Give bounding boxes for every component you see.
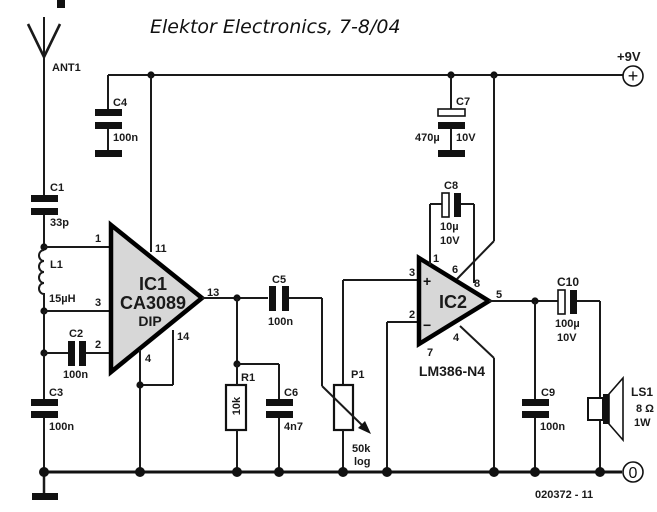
capacitor-c3: C3 100n [31, 387, 74, 433]
ic1-pin-2: 2 [95, 339, 101, 351]
c4-ref: C4 [113, 97, 128, 109]
ic2-pin-4: 4 [453, 332, 460, 344]
c3-ref: C3 [49, 387, 63, 399]
ic2-lm386: IC2 + − LM386-N4 [416, 253, 494, 379]
plus-icon: + [628, 66, 639, 86]
r1-value: 10k [231, 396, 243, 415]
ic2-pin-2: 2 [409, 309, 415, 321]
drawing-number: 020372 - 11 [535, 489, 593, 501]
c6-value: 4n7 [284, 421, 303, 433]
speaker-ls1: LS1 8 Ω 1W [587, 375, 654, 443]
c9-value: 100n [540, 421, 565, 433]
capacitor-c8: C8 10µ 10V [440, 180, 461, 247]
c1-ref: C1 [50, 182, 64, 194]
ground-terminal[interactable]: 0 [622, 461, 644, 483]
junction [489, 467, 499, 477]
wiper-arrow-icon [358, 421, 371, 434]
capacitor-c2: C2 100n 2 [44, 328, 110, 381]
ic1-pin-3: 3 [95, 297, 101, 309]
resistor-r1: 10k R1 [224, 372, 255, 432]
ground-label: 0 [629, 465, 638, 482]
ic1-pin-1: 1 [95, 233, 101, 245]
ic2-pin-3: 3 [409, 267, 415, 279]
ic1-pin-11: 11 [155, 243, 167, 255]
c5-ref: C5 [272, 274, 286, 286]
ic1-ca3089: IC1 CA3089 DIP [108, 220, 206, 377]
c10-value: 100µ [555, 318, 580, 330]
capacitor-c5: C5 100n [268, 274, 293, 328]
ic2-pin-5: 5 [496, 289, 502, 301]
junction [274, 467, 284, 477]
c7-value: 470µ [415, 132, 440, 144]
c8-voltage: 10V [440, 235, 460, 247]
ls1-impedance: 8 Ω [636, 403, 654, 415]
c8-value: 10µ [440, 221, 459, 233]
c2-value: 100n [63, 369, 88, 381]
junction [232, 467, 242, 477]
ic2-pin-6: 6 [452, 264, 458, 276]
c3-value: 100n [49, 421, 74, 433]
ic1-ref: IC1 [139, 274, 167, 294]
c9-ref: C9 [541, 387, 555, 399]
ic1-pin-4: 4 [145, 353, 152, 365]
l1-ref: L1 [50, 259, 63, 271]
c7-voltage: 10V [456, 132, 476, 144]
junction [136, 381, 144, 389]
crop-mark [57, 0, 65, 8]
junction [382, 467, 392, 477]
capacitor-c1: C1 33p [31, 182, 69, 229]
c4-value: 100n [113, 132, 138, 144]
junction [338, 467, 348, 477]
ic2-pin-8: 8 [474, 278, 480, 290]
potentiometer-p1[interactable]: P1 50k log [321, 279, 418, 472]
c2-ref: C2 [69, 328, 83, 340]
junction [135, 467, 145, 477]
junction [595, 467, 605, 477]
c10-voltage: 10V [557, 332, 577, 344]
c5-value: 100n [268, 316, 293, 328]
c6-ref: C6 [284, 387, 298, 399]
inductor-l1: L1 15µH [38, 249, 76, 311]
ic2-pin-7: 7 [427, 347, 433, 359]
ic1-part: CA3089 [120, 293, 186, 313]
l1-value: 15µH [49, 293, 76, 305]
c7-ref: C7 [456, 96, 470, 108]
junction [530, 467, 540, 477]
p1-taper: log [354, 456, 371, 468]
ic2-part: LM386-N4 [419, 363, 485, 379]
c8-ref: C8 [444, 180, 458, 192]
ls1-power: 1W [634, 417, 651, 429]
capacitor-c4: C4 100n [95, 97, 138, 157]
source-caption: Elektor Electronics, 7-8/04 [150, 16, 401, 38]
c1-value: 33p [50, 217, 69, 229]
capacitor-c7: C7 470µ 10V [415, 96, 476, 157]
capacitor-c6: C6 4n7 [266, 387, 303, 433]
ic2-minus-sign: − [423, 317, 431, 333]
junction [39, 467, 49, 477]
capacitor-c9: C9 100n [522, 387, 565, 433]
c10-ref: C10 [557, 275, 579, 289]
p1-ref: P1 [351, 369, 364, 381]
p1-value: 50k [352, 443, 371, 455]
ic2-pin-1: 1 [433, 253, 439, 265]
ic1-pin-14: 14 [177, 331, 190, 343]
ic2-ref: IC2 [439, 292, 467, 312]
capacitor-c10: C10 100µ 10V [555, 275, 580, 344]
ic1-package: DIP [138, 313, 161, 329]
ls1-ref: LS1 [631, 385, 653, 399]
r1-ref: R1 [241, 372, 255, 384]
antenna-ant1: ANT1 [26, 17, 81, 196]
ic1-pin-13: 13 [207, 287, 219, 299]
ground-symbol [32, 493, 58, 500]
supply-label: +9V [617, 49, 641, 64]
positive-terminal[interactable]: + [622, 65, 644, 87]
ant1-label: ANT1 [52, 62, 81, 74]
ic2-plus-sign: + [423, 273, 431, 289]
